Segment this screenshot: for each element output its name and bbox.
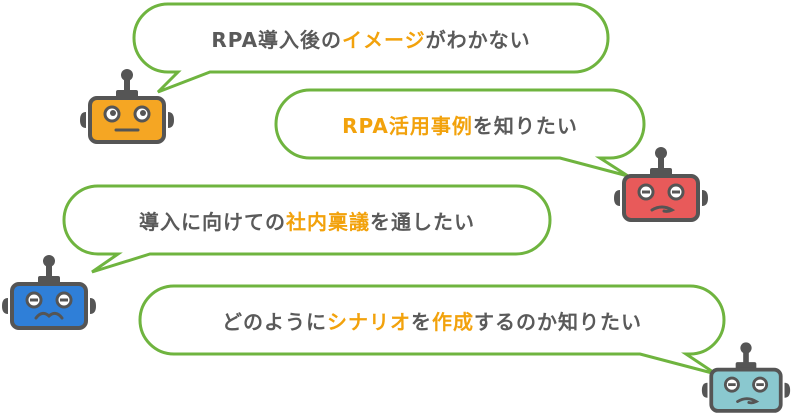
bubble-text-segment: を通したい: [370, 209, 475, 234]
robot-antenna: [743, 348, 749, 364]
bubble-text-segment: シナリオ: [327, 309, 411, 334]
robot-pupil: [110, 110, 116, 116]
robot-ear-right: [90, 298, 96, 314]
speech-bubble-3: [62, 184, 552, 274]
robot-antenna: [46, 262, 52, 278]
robot-antenna-tip: [121, 69, 133, 81]
robot-blue-icon: [2, 255, 96, 330]
bubble-text-segment: がわかない: [425, 27, 531, 52]
bubble-text-segment: RPA活用事例: [342, 113, 473, 138]
robot-ear-right: [784, 382, 791, 398]
robot-head: [88, 96, 166, 144]
bubble-text-segment: イメージ: [342, 27, 426, 52]
speech-bubble-1: [132, 2, 610, 94]
robot-mouth: [736, 397, 760, 405]
bubble-text-segment: するのか知りたい: [474, 309, 642, 334]
bubble-text-segment: RPA導入後の: [211, 27, 343, 52]
robot-mustache: [34, 311, 64, 320]
robot-head: [709, 367, 783, 413]
robot-antenna-tip: [740, 342, 752, 354]
bubble-text-segment: 作成: [432, 309, 474, 334]
robot-antenna-tip: [655, 147, 667, 159]
bubble-text-segment: 社内稟議: [286, 209, 370, 234]
bubble-1-text: RPA導入後のイメージがわかない: [134, 4, 608, 72]
robot-ear-right: [168, 112, 174, 128]
robot-mouth: [650, 205, 676, 213]
speech-bubble-2: [274, 88, 646, 178]
robot-antenna: [124, 76, 130, 92]
robot-orange-icon: [80, 69, 174, 144]
robot-ear-left: [80, 112, 86, 128]
bubble-text-segment: どのように: [222, 309, 327, 334]
speech-bubble-4: [138, 284, 726, 376]
bubble-3-text: 導入に向けての社内稟議を通したい: [64, 186, 550, 254]
robot-pupil: [140, 110, 146, 116]
robot-teal-icon: [701, 342, 791, 413]
bubble-4-text: どのようにシナリオを作成するのか知りたい: [140, 286, 724, 354]
bubble-text-segment: を知りたい: [472, 113, 578, 138]
robot-antenna-tip: [43, 255, 55, 267]
robot-ear-right: [702, 190, 708, 206]
robot-red-icon: [614, 147, 708, 222]
robot-head: [10, 282, 88, 330]
robot-head: [622, 174, 700, 222]
robot-antenna: [658, 154, 664, 170]
robot-antenna-base: [735, 362, 757, 370]
bubble-text-segment: を: [411, 309, 432, 334]
robot-ear-left: [614, 190, 620, 206]
bubble-text-segment: 導入に向けての: [139, 209, 286, 234]
robot-ear-left: [2, 298, 8, 314]
robot-ear-left: [701, 382, 708, 398]
bubble-2-text: RPA活用事例を知りたい: [276, 90, 644, 158]
